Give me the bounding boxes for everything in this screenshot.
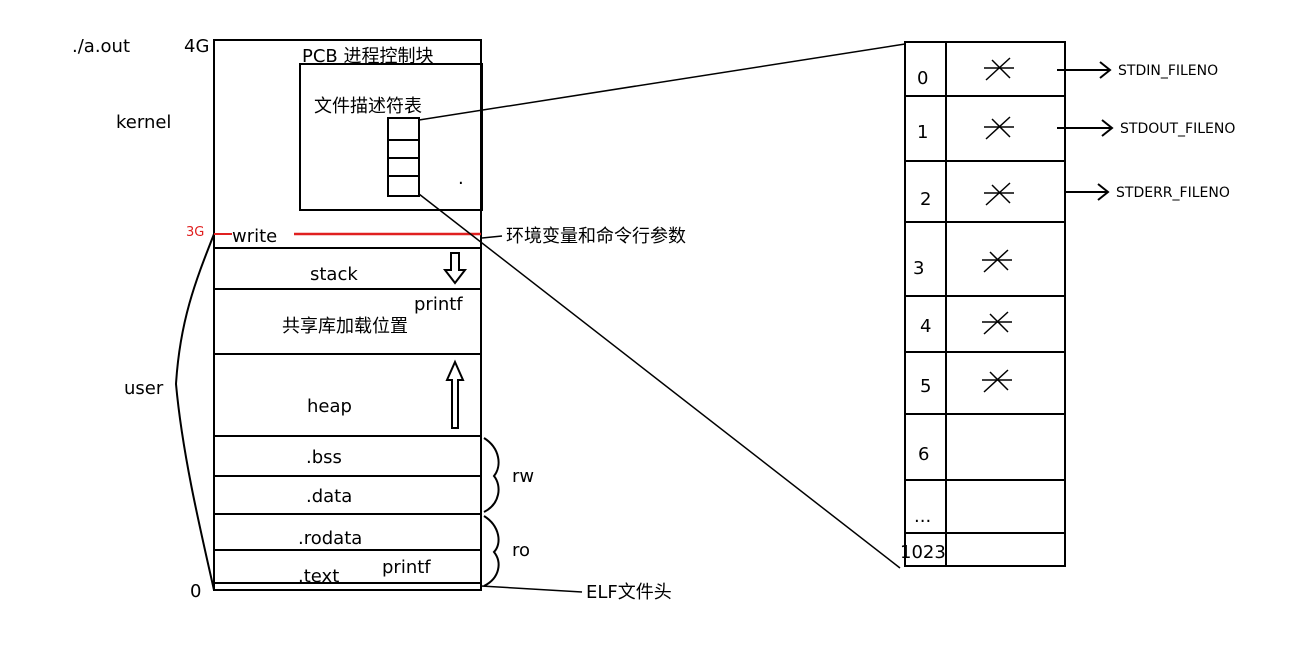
dot-marker: . xyxy=(458,168,464,189)
elf-pointer-line xyxy=(480,585,583,593)
bottom-address-label: 0 xyxy=(190,581,201,602)
fd-index-2: 2 xyxy=(920,189,931,210)
fd-index-3: 3 xyxy=(913,258,924,279)
fd-pointer-mark-icon-5 xyxy=(982,369,1012,393)
data-label: .data xyxy=(306,486,352,507)
stack-growth-arrow-icon xyxy=(442,252,468,285)
stdin-arrow-icon xyxy=(1057,61,1112,79)
pcb-title: PCB 进程控制块 xyxy=(302,46,434,67)
stdin-label: STDIN_FILENO xyxy=(1118,63,1218,79)
user-brace xyxy=(174,233,215,591)
fd-index-6: 6 xyxy=(918,444,929,465)
elf-header-label: ELF文件头 xyxy=(586,582,672,603)
printf-lower-label: printf xyxy=(382,557,431,578)
fd-pointer-mark-icon-0 xyxy=(984,57,1014,81)
fd-index-5: 5 xyxy=(920,376,931,397)
fd-index-1: 1 xyxy=(917,122,928,143)
pcb-box xyxy=(299,63,483,211)
shared-lib-label: 共享库加载位置 xyxy=(282,316,408,337)
stderr-label: STDERR_FILENO xyxy=(1116,185,1230,201)
ro-brace xyxy=(483,515,500,587)
bss-label: .bss xyxy=(306,447,342,468)
rw-brace xyxy=(483,437,500,513)
fd-pointer-mark-icon-1 xyxy=(984,116,1014,140)
fd-index-1023: 1023 xyxy=(900,542,946,563)
fd-index-0: 0 xyxy=(917,68,928,89)
program-label: ./a.out xyxy=(72,36,130,57)
text-label: .text xyxy=(298,566,339,587)
fd-pointer-mark-icon-2 xyxy=(984,182,1014,206)
fd-index-ellipsis: ... xyxy=(914,506,931,527)
split-address-label: 3G xyxy=(186,225,204,240)
fd-link-top xyxy=(418,43,906,121)
stack-label: stack xyxy=(310,264,358,285)
stdout-arrow-icon xyxy=(1057,119,1114,137)
fd-pointer-mark-icon-4 xyxy=(982,311,1012,335)
fd-link-bottom xyxy=(418,193,901,569)
fd-pointer-mark-icon-3 xyxy=(982,249,1012,273)
printf-upper-label: printf xyxy=(414,294,463,315)
env-args-label: 环境变量和命令行参数 xyxy=(506,226,686,247)
write-label: write xyxy=(232,226,277,247)
mini-fd-table xyxy=(387,117,420,197)
heap-growth-arrow-icon xyxy=(445,359,465,429)
stdout-label: STDOUT_FILENO xyxy=(1120,121,1235,137)
user-label: user xyxy=(124,378,164,399)
kernel-label: kernel xyxy=(116,112,171,133)
fd-table-title: 文件描述符表 xyxy=(314,96,422,117)
memory-column xyxy=(213,39,482,591)
rw-label: rw xyxy=(512,466,534,487)
rodata-label: .rodata xyxy=(298,528,362,549)
top-address-label: 4G xyxy=(184,36,209,57)
fd-table xyxy=(904,41,1066,567)
heap-label: heap xyxy=(307,396,352,417)
stderr-arrow-icon xyxy=(1065,183,1110,201)
env-pointer-line xyxy=(481,235,503,239)
fd-index-4: 4 xyxy=(920,316,931,337)
ro-label: ro xyxy=(512,540,530,561)
